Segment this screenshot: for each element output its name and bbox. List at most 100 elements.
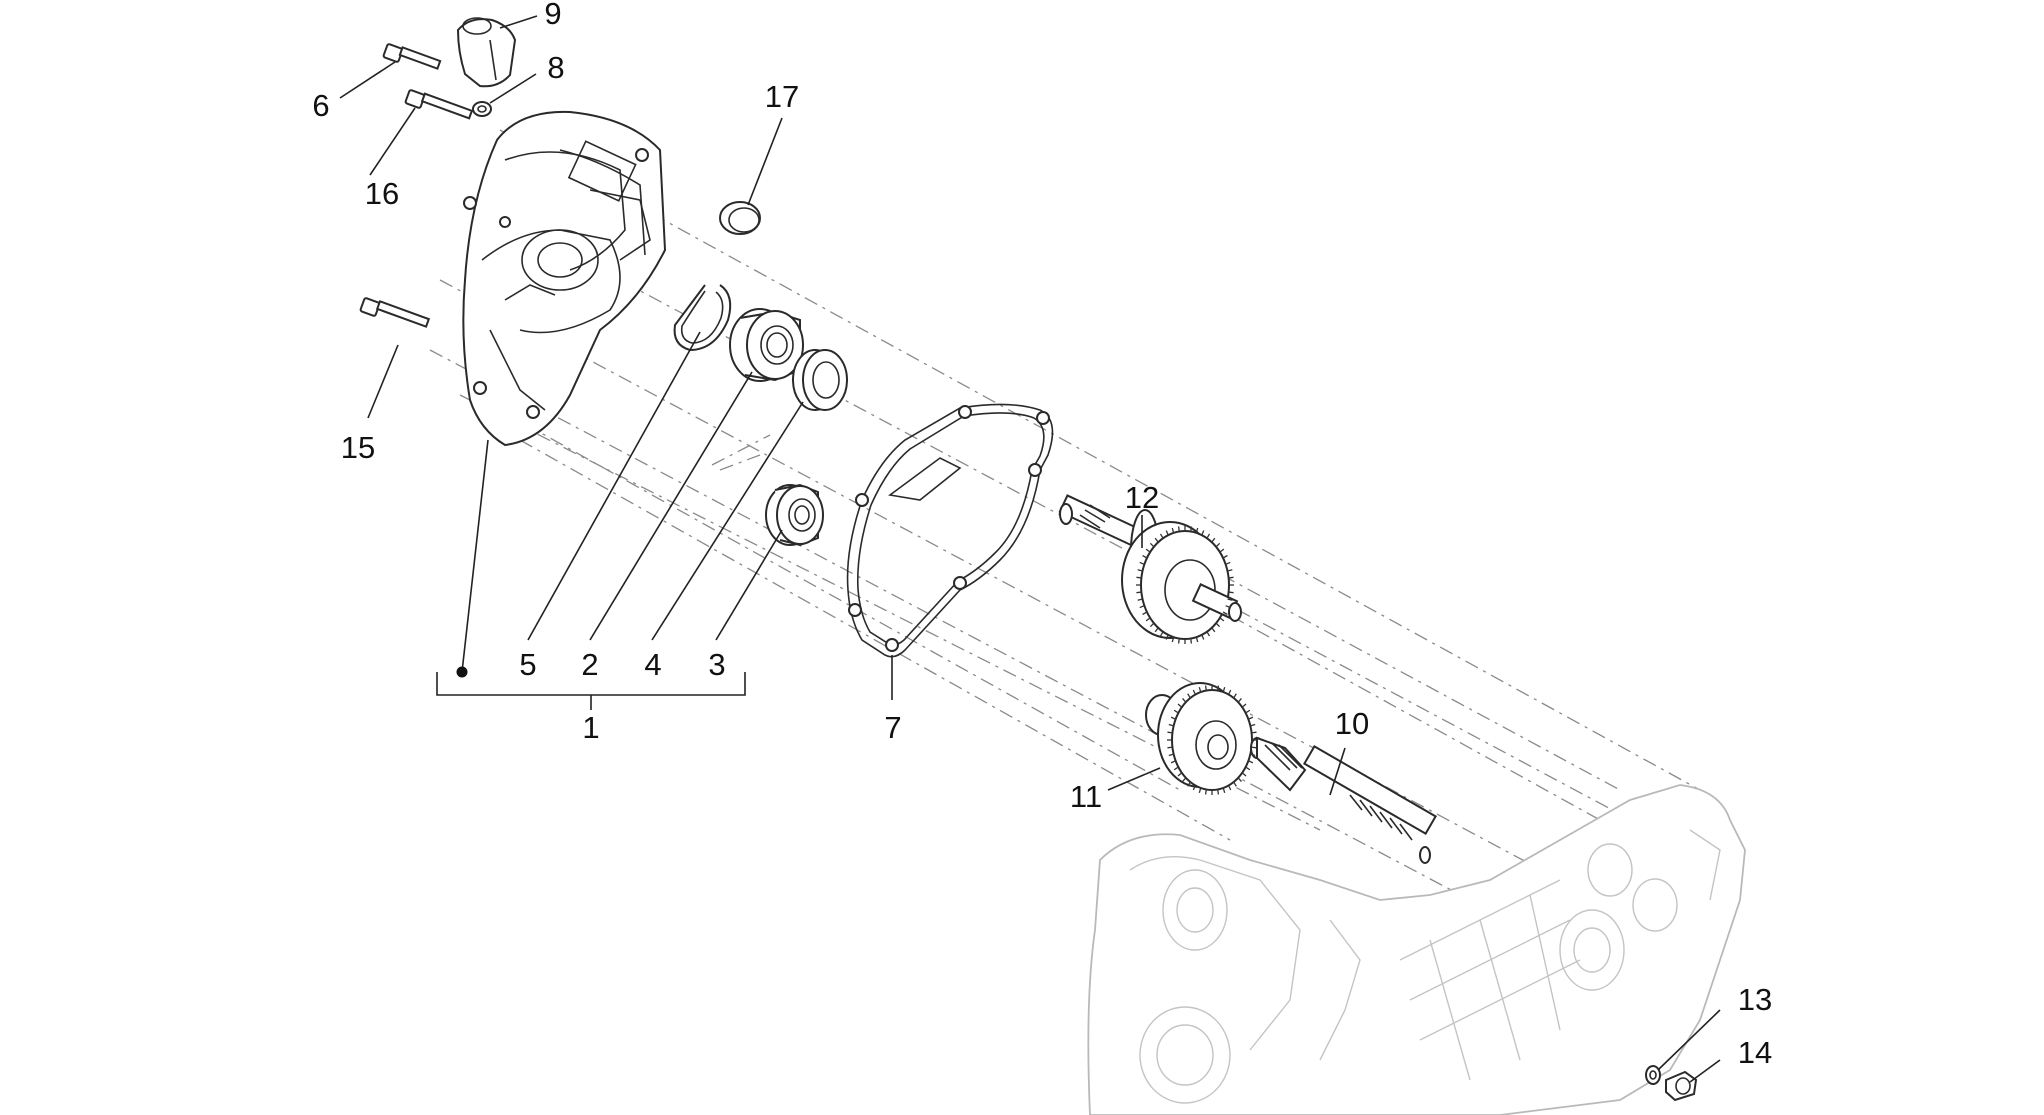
gear-tooth (1154, 627, 1159, 633)
gear-tooth (1159, 533, 1164, 539)
circlip-5 (673, 284, 732, 352)
gear-tooth (1211, 537, 1216, 543)
gear-tooth (1142, 611, 1148, 616)
bolt-15 (359, 297, 431, 328)
callout-labels: 6 16 15 9 8 17 5 2 4 3 1 7 12 10 11 13 1… (312, 0, 1772, 1070)
gear-11-teeth (1167, 685, 1257, 795)
gear-tooth (1173, 766, 1179, 771)
gear-tooth (1139, 605, 1145, 609)
gear-tooth (1198, 687, 1202, 693)
gear-tooth (1139, 561, 1145, 565)
gear-tooth (1245, 766, 1251, 771)
gear-tooth (1215, 622, 1221, 628)
gear-tooth (1145, 548, 1151, 553)
gear-tooth (1173, 709, 1179, 714)
gear-tooth (1187, 781, 1191, 787)
callout-1: 1 (582, 710, 599, 745)
gear-tooth (1170, 716, 1176, 720)
callout-4: 4 (644, 647, 661, 682)
callout-14: 14 (1738, 1035, 1772, 1070)
gear-tooth (1250, 723, 1256, 727)
gear-tooth (1171, 636, 1175, 643)
oil-seal-4 (792, 349, 848, 411)
breather-cap-9 (456, 17, 517, 88)
gear-tooth (1142, 554, 1148, 559)
gear-tooth (1187, 693, 1191, 699)
gear-tooth (1149, 622, 1155, 628)
gear-tooth (1217, 789, 1220, 795)
callout-17: 17 (765, 79, 799, 114)
gear-12-teeth (1136, 526, 1234, 644)
washer-13 (1645, 1065, 1661, 1085)
gear-tooth (1241, 703, 1247, 708)
gear-tooth (1233, 693, 1237, 699)
gear-tooth (1237, 698, 1242, 703)
gear-tooth (1137, 569, 1143, 572)
cap-17 (719, 201, 761, 235)
gear-tooth (1198, 787, 1202, 793)
gear-tooth (1136, 591, 1142, 594)
gear-tooth (1251, 746, 1257, 749)
gear-tooth (1177, 772, 1183, 777)
gear-tooth (1167, 746, 1173, 749)
gear-tooth (1195, 527, 1199, 534)
gear-tooth (1237, 777, 1242, 782)
assembly-marker (456, 666, 468, 678)
callout-9: 9 (544, 0, 561, 31)
gear-tooth (1159, 631, 1164, 637)
callout-11: 11 (1070, 779, 1102, 814)
gear-tooth (1182, 698, 1187, 703)
gear-tooth (1251, 731, 1257, 734)
gear-tooth (1222, 787, 1226, 793)
transmission-cover (462, 110, 667, 447)
gear-11 (1145, 682, 1253, 791)
gear-tooth (1245, 709, 1251, 714)
gear-tooth (1248, 716, 1254, 720)
gear-tooth (1204, 789, 1207, 795)
gear-tooth (1182, 777, 1187, 782)
gear-tooth (1192, 785, 1196, 791)
gear-tooth (1204, 685, 1207, 691)
gear-tooth (1222, 611, 1228, 616)
gear-tooth (1145, 617, 1151, 622)
gear-tooth (1192, 689, 1196, 695)
gear-tooth (1206, 631, 1211, 637)
gear-tooth (1195, 636, 1199, 643)
gear-tooth (1165, 530, 1169, 536)
gear-tooth (1241, 772, 1247, 777)
gear-tooth (1215, 542, 1221, 548)
gear-tooth (1227, 569, 1233, 572)
callout-13: 13 (1738, 982, 1772, 1017)
clip-8 (472, 101, 492, 117)
gear-tooth (1219, 548, 1225, 553)
gasket-7 (846, 403, 1054, 658)
callout-8: 8 (547, 50, 564, 85)
gear-tooth (1177, 638, 1180, 644)
gear-tooth (1165, 634, 1169, 640)
gear-tooth (1190, 638, 1193, 644)
gear-tooth (1222, 687, 1226, 693)
callout-16: 16 (365, 176, 399, 211)
callout-7: 7 (884, 710, 901, 745)
gear-tooth (1219, 617, 1225, 622)
bolt-16 (404, 89, 474, 120)
callout-12: 12 (1125, 480, 1159, 515)
gear-tooth (1228, 689, 1232, 695)
gear-tooth (1168, 753, 1174, 757)
callout-10: 10 (1335, 706, 1369, 741)
output-shaft-10 (1250, 736, 1437, 864)
crankcase (1087, 784, 1746, 1115)
gear-tooth (1136, 576, 1142, 579)
gear-tooth (1154, 537, 1159, 543)
bolt-6 (382, 43, 442, 70)
gear-tooth (1170, 760, 1176, 764)
gear-tooth (1233, 781, 1237, 787)
gear-tooth (1171, 527, 1175, 534)
drain-plug-14 (1665, 1070, 1698, 1102)
callout-6: 6 (312, 88, 329, 123)
gear-tooth (1190, 526, 1193, 532)
leader-lines (339, 15, 1721, 1083)
gear-tooth (1177, 703, 1183, 708)
callout-2: 2 (581, 647, 598, 682)
